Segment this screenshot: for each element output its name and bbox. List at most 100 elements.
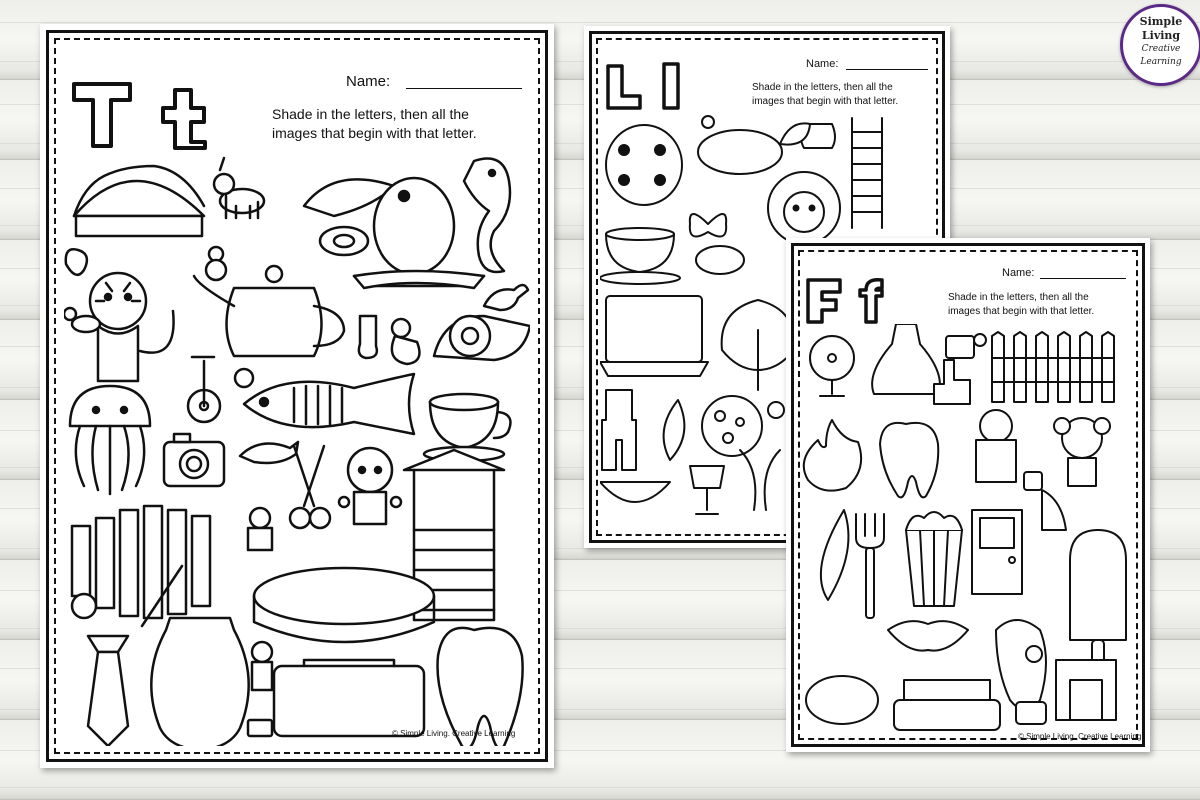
xylophone-icon [70,504,212,628]
logo-line-4: Learning [1140,57,1182,67]
name-field[interactable] [846,69,928,70]
toaster-icon [272,658,426,738]
bag-icon [945,335,975,359]
instructions-line-1: Shade in the letters, then all the [948,292,1089,303]
seahorse-icon [462,157,512,274]
name-label: Name: [806,58,839,70]
instructions-line-2: images that begin with that letter. [948,306,1095,317]
foot-icon [995,619,1047,711]
tape-icon [318,225,370,257]
toucan-icon [302,176,486,290]
outline-letters-l [606,62,680,110]
lamp-icon [689,465,725,515]
unicycle-icon [186,355,222,424]
football-icon [805,675,879,725]
dress-icon [871,324,941,395]
logo-line-2: Living [1141,29,1181,42]
jellybean-icon [64,248,89,277]
door-icon [971,509,1023,595]
bear-icon [246,506,274,552]
unicorn-icon [212,156,266,220]
picture-grid [600,115,883,515]
leaf-icon [779,122,811,146]
vase-icon [150,616,250,746]
leaf-icon [662,399,686,461]
fan-icon [809,335,855,397]
instructions-line-2: images that begin with that letter. [752,96,899,107]
sofa-icon [893,679,1001,731]
peacock-icon [70,592,98,620]
overalls-icon [601,389,637,471]
tooth-icon [436,626,524,746]
name-field[interactable] [1040,278,1126,279]
nest-icon [695,245,745,275]
butterfly-icon [688,213,728,238]
lips-icon [887,620,969,652]
tie-icon [86,634,130,746]
sheet-dashed-border [798,250,1138,740]
girl-icon [1053,417,1111,487]
outline-letters-f [806,277,884,324]
tiger-icon [88,271,175,383]
instructions-line-1: Shade in the letters, then all the [752,82,893,93]
ladybug-icon [605,124,683,206]
tooth-icon [879,422,940,499]
peacock-icon [720,299,796,391]
wallet-icon [246,718,274,738]
man-icon [250,640,274,692]
horse-icon [64,306,102,334]
sheet-border [791,243,1145,747]
logo-line-3: Creative [1141,44,1181,54]
name-label: Name: [346,73,391,90]
fireplace-icon [1055,659,1117,721]
camera-icon [1015,701,1047,725]
rooster-icon [1025,645,1043,663]
boy-icon [337,446,403,526]
dice-icon [1023,471,1043,491]
fence-icon [991,331,1115,403]
brand-logo[interactable]: Simple Living Creative Learning [1120,4,1200,86]
copyright-text: © Simple Living. Creative Learning [392,729,516,738]
laptop-icon [600,295,709,377]
volleyball-icon [233,367,255,389]
snowman-icon [767,401,785,419]
picture-grid [802,324,1127,731]
tape-dispenser-icon [432,314,530,362]
teapot-icon [192,264,346,358]
fish-icon [242,372,416,436]
picture-grid [64,156,530,746]
taco-icon [72,164,206,238]
outline-letters-t [72,82,207,150]
teacup-icon [600,227,681,285]
harp-icon [1041,489,1067,531]
camera-icon [162,432,226,488]
copyright-text: © Simple Living. Creative Learning [1018,732,1142,741]
worksheet-t: Name: Shade in the letters, then all the… [40,24,554,768]
instructions-line-2: images that begin with that letter. [272,125,477,141]
lion-icon [767,171,841,245]
logo-line-1: Simple [1139,15,1183,28]
name-label: Name: [1002,267,1035,279]
sheet-dashed-border [54,38,540,754]
dinosaur-icon [482,283,530,312]
socks-icon [357,314,379,360]
gorilla-icon [975,409,1017,483]
jellyfish-icon [68,384,152,496]
instructions-line-1: Shade in the letters, then all the [272,106,469,122]
lemon-icon [697,129,783,175]
fire-icon [802,419,862,492]
popcorn-icon [905,511,963,607]
tambourine-icon [252,566,436,644]
spider-icon [701,115,715,129]
snowman-icon [204,245,228,282]
moon-icon [701,395,763,457]
dolphin-icon [238,440,300,465]
finger-icon [933,359,971,405]
goose-icon [390,317,421,366]
kiwi-icon [973,333,987,347]
ladder-icon [851,117,883,229]
teacup-icon [422,392,512,463]
feather-icon [819,509,850,601]
name-field[interactable] [406,88,522,89]
scissors-icon [288,444,332,530]
